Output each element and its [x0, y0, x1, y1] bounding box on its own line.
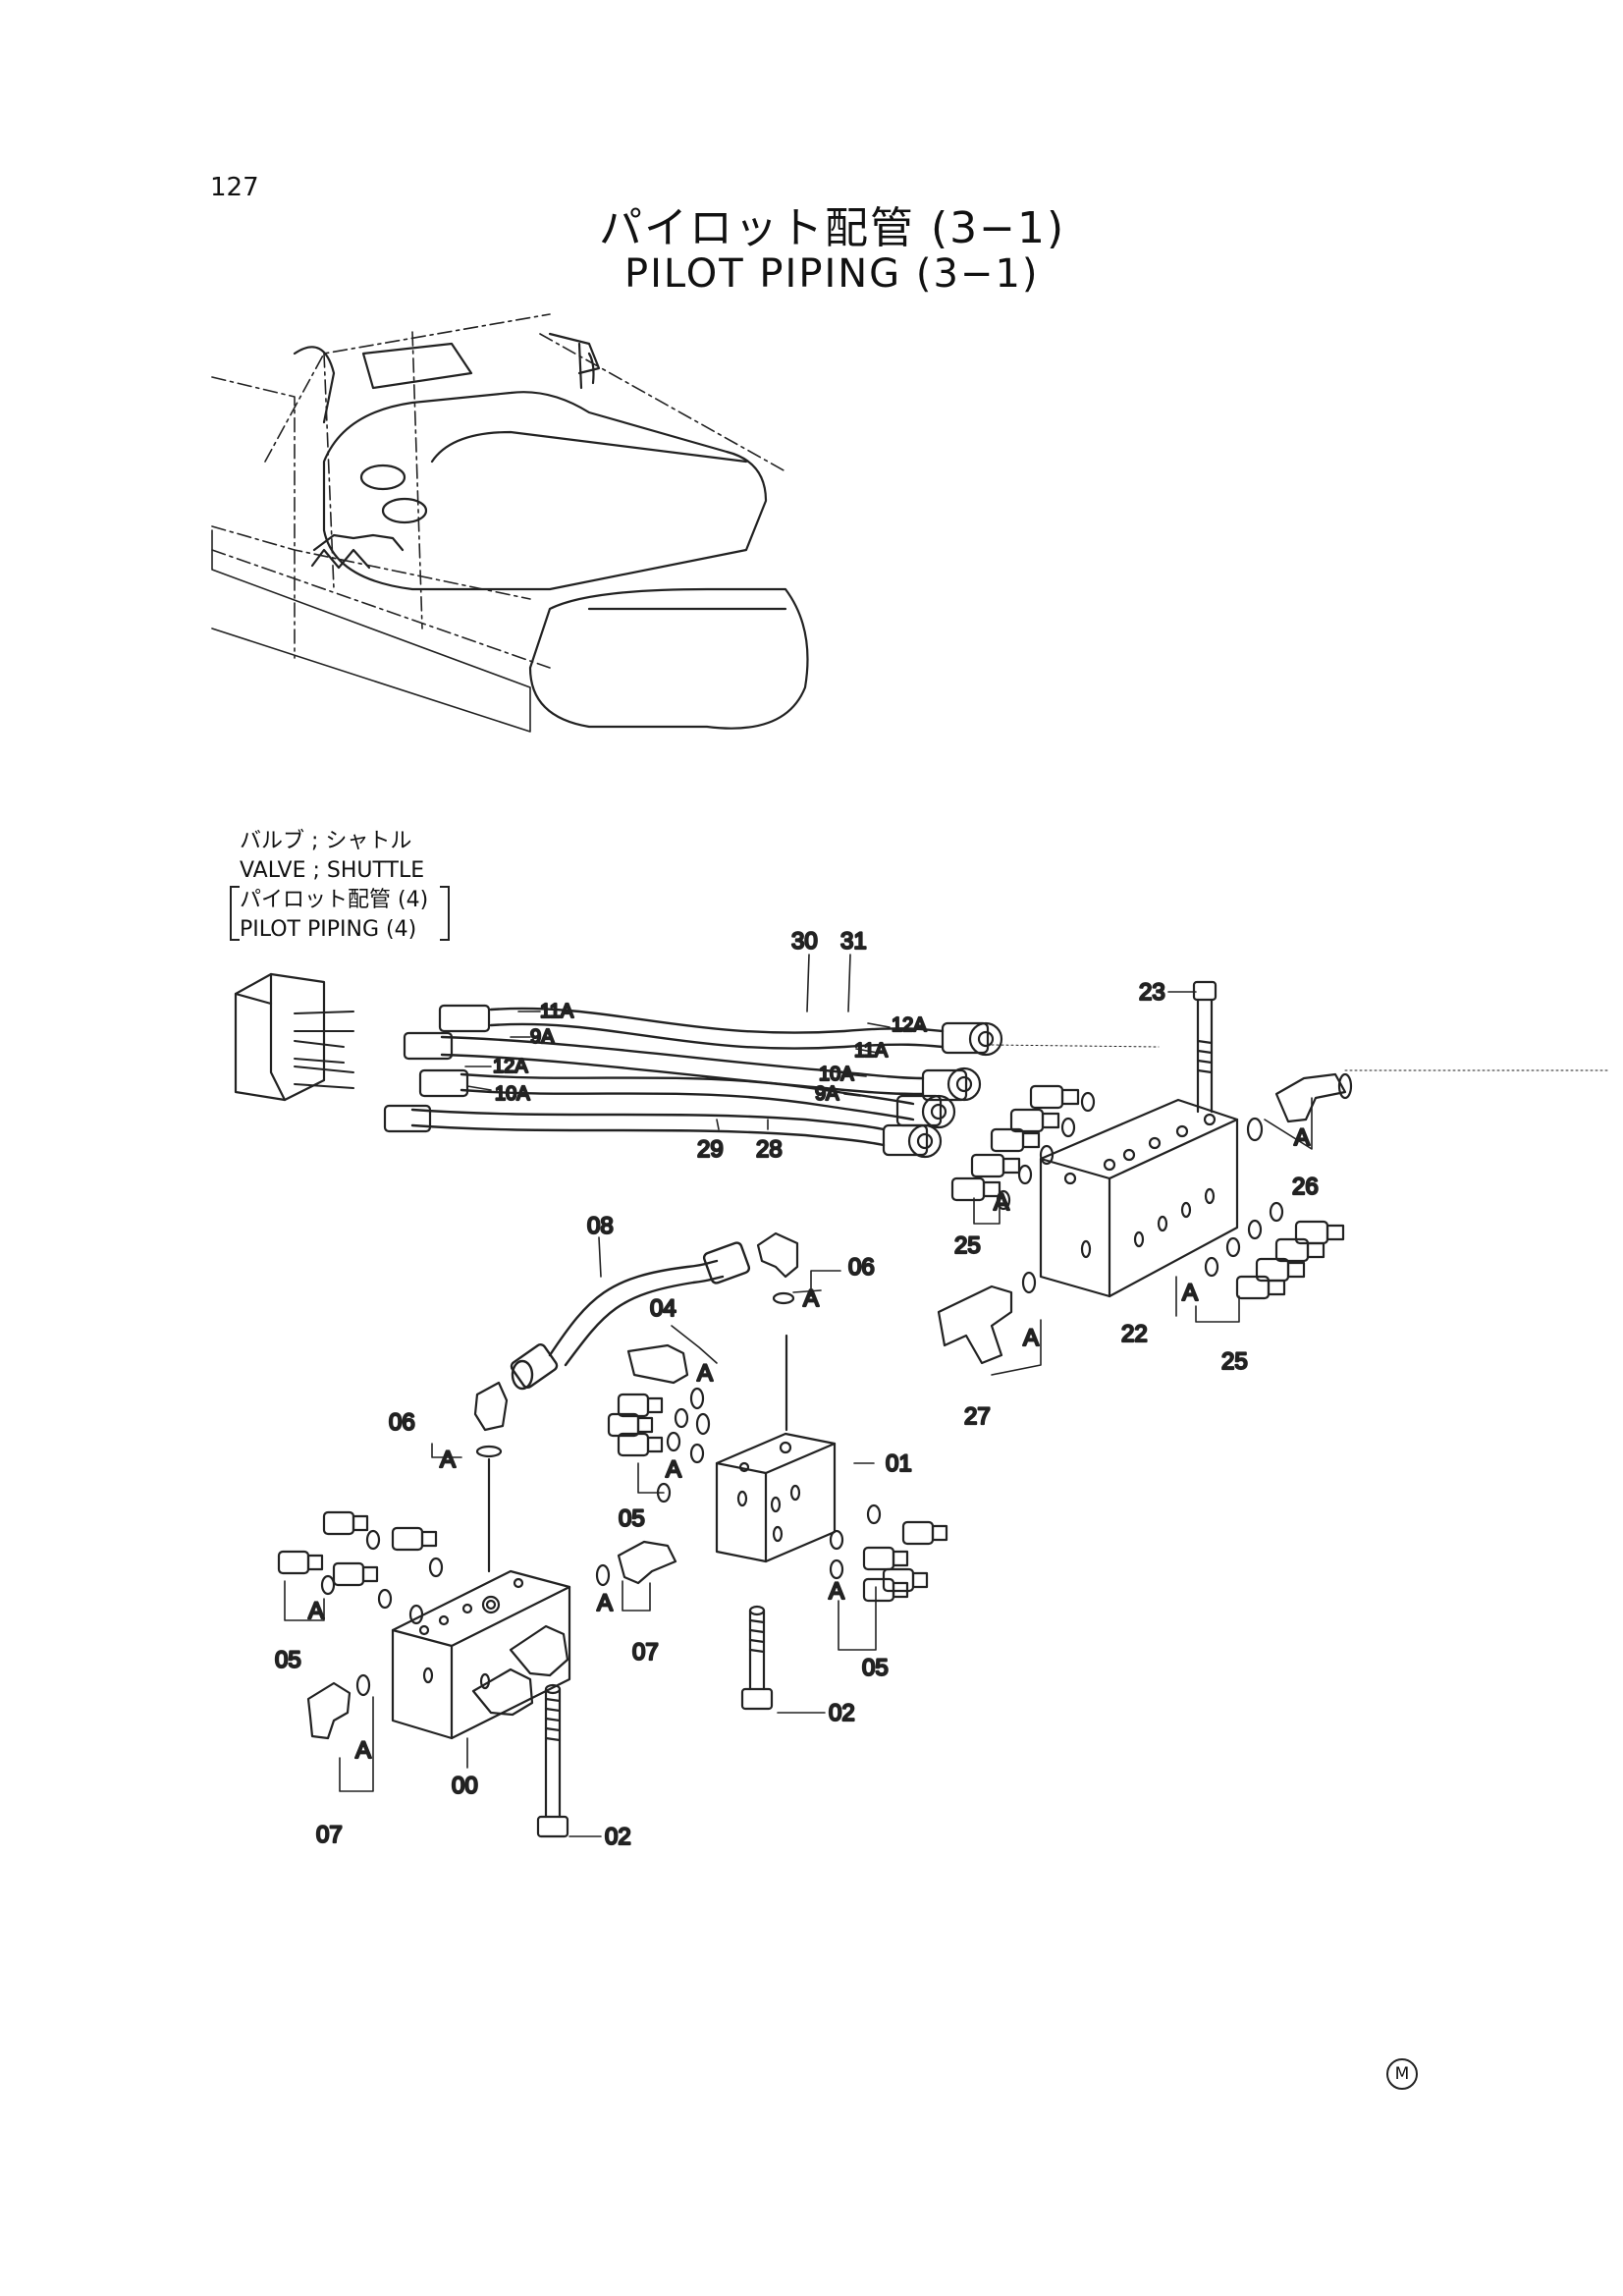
hose-fittings-right: [882, 1021, 1003, 1159]
callout-A-12: A: [355, 1737, 371, 1764]
callout-A-3: A: [1182, 1280, 1198, 1306]
callout-27: 27: [964, 1403, 991, 1430]
tee-fitting-27: [937, 1271, 1037, 1365]
callout-02-upper: 02: [829, 1700, 855, 1726]
callout-A-6: A: [697, 1360, 713, 1387]
callout-12A-right: 12A: [892, 1014, 927, 1036]
callout-A-1: A: [1294, 1124, 1310, 1151]
callout-A-7: A: [440, 1447, 456, 1473]
bolt-02-block-00: [487, 1457, 569, 1838]
callout-07-left: 07: [316, 1822, 343, 1848]
callout-08: 08: [587, 1213, 614, 1239]
callout-A-11: A: [597, 1590, 613, 1616]
callout-28: 28: [756, 1136, 783, 1163]
callout-11A-right: 11A: [854, 1040, 889, 1062]
callout-23: 23: [1139, 979, 1165, 1006]
hose-bundle: [410, 1007, 945, 1147]
adapters-left-of-22: [950, 1084, 1096, 1211]
adapters-right-of-22: [1204, 1201, 1345, 1300]
right-bracket: [440, 886, 451, 941]
callout-26: 26: [1292, 1174, 1319, 1200]
callout-29: 29: [697, 1136, 724, 1163]
hose-fittings-left: [383, 1004, 491, 1133]
callout-05-right: 05: [862, 1655, 889, 1681]
valve-block-22: [1039, 1098, 1239, 1298]
callout-A-2: A: [994, 1189, 1009, 1216]
elbow-06-left: [473, 1381, 509, 1458]
callout-30: 30: [791, 928, 818, 955]
callout-10A-left: 10A: [495, 1083, 530, 1105]
machine-overview-illustration: [211, 313, 809, 733]
bolt-02-block-01: [740, 1334, 788, 1711]
bolt-23: [1192, 980, 1217, 1114]
reference-line-3: パイロット配管 (4): [240, 888, 429, 912]
reference-note: バルブ ; シャトル VALVE ; SHUTTLE パイロット配管 (4) P…: [230, 827, 451, 945]
callout-06-top: 06: [848, 1254, 875, 1281]
reference-line-4: PILOT PIPING (4): [240, 917, 417, 942]
callout-31: 31: [840, 928, 867, 955]
elbow-06-top: [756, 1231, 799, 1305]
callout-9A-left: 9A: [530, 1026, 555, 1048]
reference-line-2: VALVE ; SHUTTLE: [240, 858, 425, 883]
hose-08: [510, 1241, 751, 1391]
callout-10A-right: 10A: [819, 1064, 854, 1085]
adapters-left-of-00: [277, 1510, 444, 1625]
shuttle-valve-block: [234, 972, 354, 1102]
callout-06-left: 06: [389, 1409, 415, 1436]
title-japanese: パイロット配管 (3−1): [599, 203, 1066, 253]
callout-01: 01: [886, 1450, 912, 1477]
left-bracket: [230, 886, 240, 941]
callout-04: 04: [650, 1295, 676, 1322]
adapters-left-of-01: [607, 1393, 705, 1503]
callout-A-4: A: [1023, 1325, 1039, 1351]
valve-block-00: [391, 1569, 571, 1740]
callout-A-5: A: [803, 1285, 819, 1312]
valve-block-01: [715, 1432, 837, 1563]
page-number: 127: [210, 173, 259, 202]
callout-05-mid: 05: [619, 1505, 645, 1532]
leader-lines: [284, 954, 1313, 1837]
callout-05-left: 05: [275, 1647, 301, 1673]
callout-A-8: A: [666, 1456, 681, 1483]
title-english: PILOT PIPING (3−1): [624, 251, 1040, 297]
callout-25-right: 25: [1221, 1348, 1248, 1375]
reference-line-1: バルブ ; シャトル: [240, 829, 412, 853]
adapters-right-of-01: [829, 1503, 948, 1603]
callout-11A-left: 11A: [540, 1001, 574, 1022]
callout-9A-right: 9A: [815, 1083, 839, 1105]
callout-12A-left: 12A: [493, 1056, 528, 1077]
tee-fitting-04: [626, 1343, 711, 1436]
callout-07-right: 07: [632, 1639, 659, 1666]
callout-25-left: 25: [954, 1232, 981, 1259]
elbow-07-left: [306, 1673, 371, 1740]
manufacturer-mark: M: [1386, 2058, 1418, 2090]
callout-labels: 30 31 23 11A 9A 12A 10A 12A 11A 10A 9A 2…: [274, 927, 1320, 1851]
elbow-07-right: [595, 1540, 677, 1587]
elbow-fitting-26: [1246, 1072, 1353, 1142]
callout-A-10: A: [308, 1598, 324, 1624]
callout-A-9: A: [829, 1578, 844, 1605]
callout-22: 22: [1121, 1321, 1148, 1347]
callout-02-lower: 02: [605, 1824, 631, 1850]
callout-00: 00: [452, 1773, 478, 1799]
